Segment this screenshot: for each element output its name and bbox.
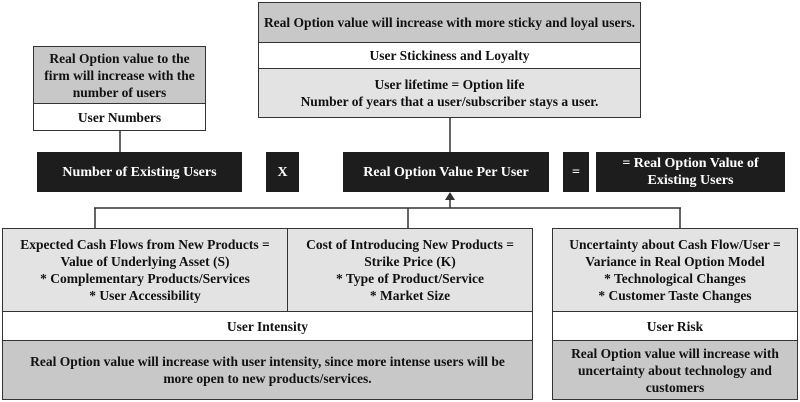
equals-operator: = [563,152,589,192]
value-per-user-text: Real Option Value Per User [363,164,529,180]
user-risk-note: Real Option value will increase with unc… [552,340,798,400]
uncertainty-box: Uncertainty about Cash Flow/User = Varia… [552,228,798,312]
cost-box: Cost of Introducing New Products = Strik… [287,228,533,312]
stickiness-note: Real Option value will increase with mor… [258,2,641,43]
arrow-up-icon [445,192,455,200]
stickiness-title: User Stickiness and Loyalty [258,42,641,69]
existing-users-text: Number of Existing Users [62,164,217,180]
existing-users-box: Number of Existing Users [37,152,242,192]
value-per-user-box: Real Option Value Per User [343,152,549,192]
user-numbers-title-text: User Numbers [77,109,162,125]
user-numbers-note: Real Option value to the firm will incre… [33,46,206,104]
user-intensity-note-text: Real Option value will increase with use… [30,354,505,386]
stickiness-note-text: Real Option value will increase with mor… [263,15,636,30]
user-intensity-title-text: User Intensity [226,318,309,334]
result-text: = Real Option Value of Existing Users [622,156,759,188]
user-numbers-title: User Numbers [33,103,206,131]
times-operator: X [266,152,299,192]
cash-flows-box: Expected Cash Flows from New Products = … [2,228,288,312]
user-risk-note-text: Real Option value will increase with unc… [571,345,779,395]
stickiness-detail: User lifetime = Option life Number of ye… [258,68,641,118]
times-text: X [277,164,288,180]
user-risk-title: User Risk [552,311,798,341]
uncertainty-text: Uncertainty about Cash Flow/User = Varia… [569,237,781,303]
user-numbers-note-text: Real Option value to the firm will incre… [44,50,195,100]
user-risk-title-text: User Risk [646,318,704,334]
user-intensity-note: Real Option value will increase with use… [2,340,533,400]
equals-text: = [572,164,580,180]
stickiness-title-text: User Stickiness and Loyalty [369,48,530,63]
user-intensity-title: User Intensity [2,311,533,341]
cost-text: Cost of Introducing New Products = Strik… [306,237,514,303]
result-box: = Real Option Value of Existing Users [596,152,785,192]
cash-flows-text: Expected Cash Flows from New Products = … [20,237,270,303]
stickiness-detail-text: User lifetime = Option life Number of ye… [300,77,599,109]
